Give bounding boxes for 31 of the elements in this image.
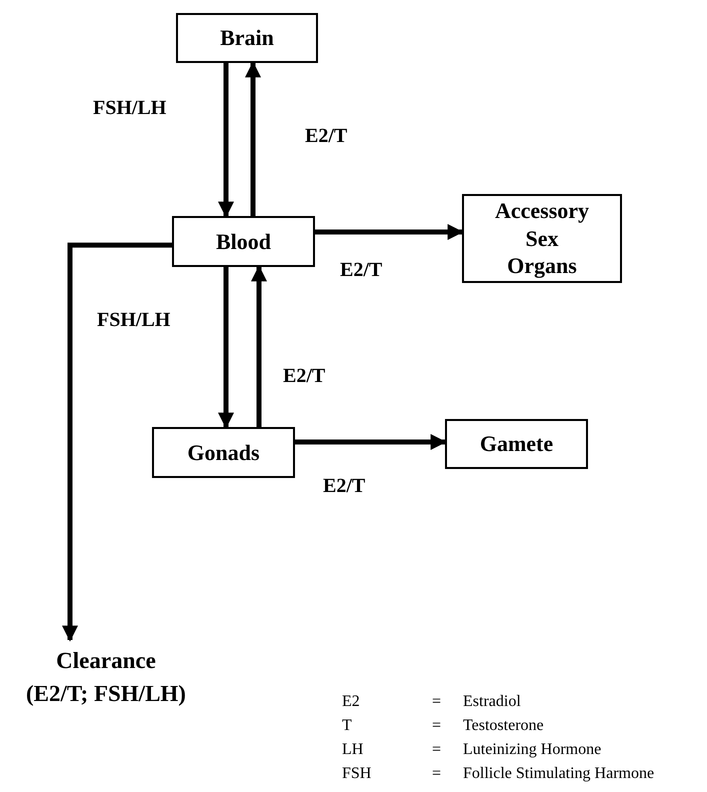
abbreviation-text: Estradiol: [463, 694, 521, 710]
process-box: [445, 419, 588, 469]
node-label: (E2/T; FSH/LH): [26, 680, 186, 708]
abbreviation-text: =: [432, 766, 442, 782]
arrow: [218, 63, 234, 218]
abbreviation-text: Follicle Stimulating Harmone: [463, 766, 654, 782]
node-label: Clearance: [56, 647, 156, 676]
abbreviation-text: =: [432, 694, 442, 710]
abbreviation-text: =: [432, 718, 442, 734]
arrow: [251, 265, 267, 427]
abbreviation-text: LH: [342, 742, 364, 758]
process-box: [152, 427, 295, 478]
node-label: Brain: [220, 24, 274, 52]
abbreviation-text: FSH: [342, 766, 372, 782]
node-label: Blood: [216, 228, 272, 256]
node-label: Gonads: [187, 438, 260, 466]
arrow: [245, 61, 261, 216]
process-box: [172, 216, 315, 267]
arrow: [218, 267, 234, 429]
node-label: Accessory Sex Organs: [494, 197, 590, 280]
arrow: [295, 434, 447, 450]
process-box: [462, 194, 622, 283]
process-box: [176, 13, 318, 63]
abbreviation-text: Luteinizing Hormone: [463, 742, 602, 758]
abbreviation-text: Testosterone: [463, 718, 544, 734]
abbreviation-text: =: [432, 742, 442, 758]
abbreviation-text: T: [342, 718, 352, 734]
abbreviation-text: E2: [342, 694, 360, 710]
arrow: [315, 224, 464, 240]
arrow: [62, 242, 172, 642]
node-label: Gamete: [480, 430, 554, 458]
